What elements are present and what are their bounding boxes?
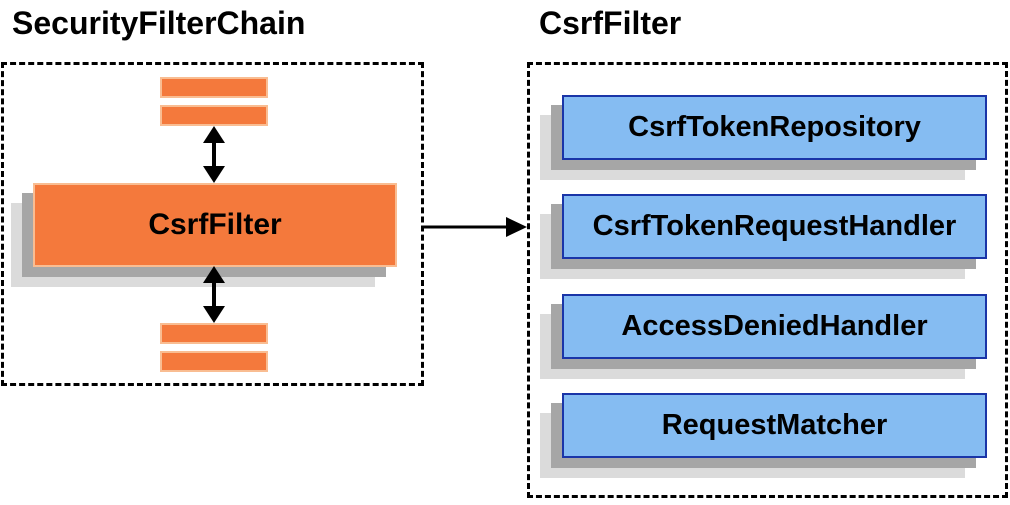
bidirectional-arrow-icon [203, 126, 225, 183]
request-matcher-label: RequestMatcher [661, 409, 888, 441]
filter-placeholder-bar [160, 351, 268, 372]
filter-placeholder-bar [160, 323, 268, 344]
csrf-token-repository-label: CsrfTokenRepository [628, 111, 921, 143]
csrf-filter-node: CsrfFilter [33, 183, 397, 267]
right-arrow-icon [422, 217, 527, 237]
csrf-filter-node-label: CsrfFilter [148, 208, 282, 241]
security-filter-chain-box [1, 62, 424, 386]
filter-placeholder-bar [160, 77, 268, 98]
security-filter-chain-title: SecurityFilterChain [12, 5, 306, 41]
bidirectional-arrow-icon [203, 266, 225, 323]
access-denied-handler-label: AccessDeniedHandler [621, 310, 928, 342]
csrf-token-request-handler-label: CsrfTokenRequestHandler [592, 210, 957, 242]
csrf-filter-title: CsrfFilter [539, 5, 682, 41]
csrf-token-repository-node: CsrfTokenRepository [562, 95, 987, 160]
access-denied-handler-node: AccessDeniedHandler [562, 294, 987, 359]
csrf-filter-detail-box [527, 62, 1008, 498]
filter-placeholder-bar [160, 105, 268, 126]
request-matcher-node: RequestMatcher [562, 393, 987, 458]
csrf-token-request-handler-node: CsrfTokenRequestHandler [562, 194, 987, 259]
